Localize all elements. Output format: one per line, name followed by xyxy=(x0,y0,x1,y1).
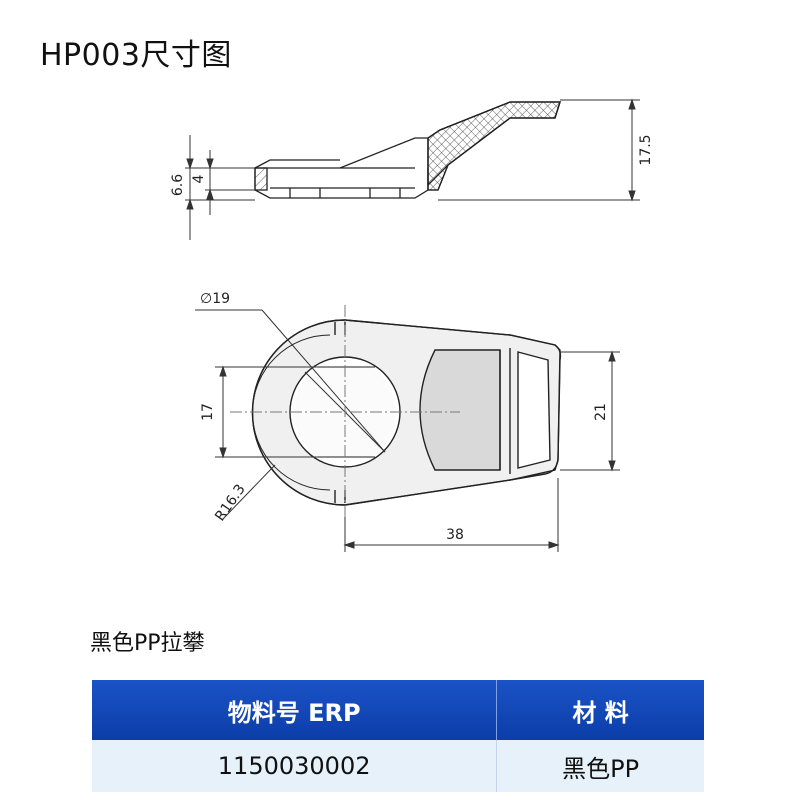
top-dimensions xyxy=(195,305,620,552)
header-erp: 物料号 ERP xyxy=(92,680,498,740)
product-label: 黑色PP拉攀 xyxy=(90,631,205,656)
dim-4: 4 xyxy=(191,174,207,183)
technical-drawing: 17.5 6.6 4 xyxy=(170,98,654,552)
dim-r16-3: R16.3 xyxy=(212,482,249,525)
dim-21: 21 xyxy=(593,403,609,421)
dim-17-5: 17.5 xyxy=(638,134,654,165)
spec-table: 物料号 ERP 材 料 1150030002 黑色PP xyxy=(92,680,704,792)
dim-17: 17 xyxy=(200,403,216,421)
dim-diameter-19: ∅19 xyxy=(200,291,230,307)
dim-6-6: 6.6 xyxy=(170,174,186,196)
table-row: 1150030002 黑色PP xyxy=(92,740,704,792)
cell-erp: 1150030002 xyxy=(92,740,498,792)
dim-38: 38 xyxy=(446,527,464,543)
table-header-row: 物料号 ERP 材 料 xyxy=(92,680,704,740)
side-view xyxy=(254,101,561,199)
header-material: 材 料 xyxy=(496,680,704,740)
side-dimensions xyxy=(185,98,640,240)
drawing-title: HP003尺寸图 xyxy=(40,38,232,73)
cell-material: 黑色PP xyxy=(496,740,704,792)
